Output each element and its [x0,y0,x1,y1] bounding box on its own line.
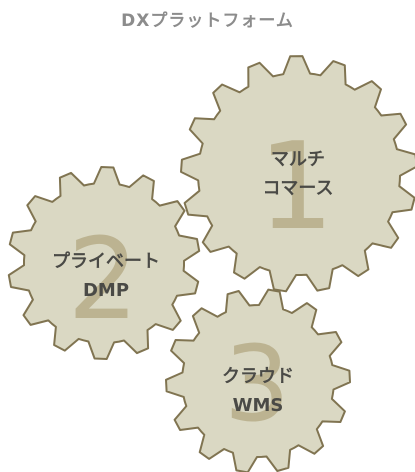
gear-2-label-line-2: DMP [83,280,129,301]
gear-3-label-line-2: WMS [233,395,284,416]
gear-3-number: 3 [224,323,290,445]
diagram-title: DXプラットフォーム [121,11,294,31]
gear-2-label-line-1: プライベート [52,250,160,272]
gear-multi-commerce: 1 マルチ コマース [180,55,415,293]
gear-1-label-line-1: マルチ [271,149,325,170]
gear-cloud-wms: 3 クラウド WMS [165,288,351,472]
gear-3-shape [165,288,351,472]
gear-1-label-line-2: コマース [262,178,333,199]
gear-2-shape [7,166,201,360]
gear-3-label-line-1: クラウド [222,366,294,387]
gear-2-number: 2 [67,215,138,345]
gear-1-number: 1 [258,118,334,257]
gear-1-shape [180,55,415,293]
gear-private-dmp: 2 プライベート DMP [7,166,201,360]
